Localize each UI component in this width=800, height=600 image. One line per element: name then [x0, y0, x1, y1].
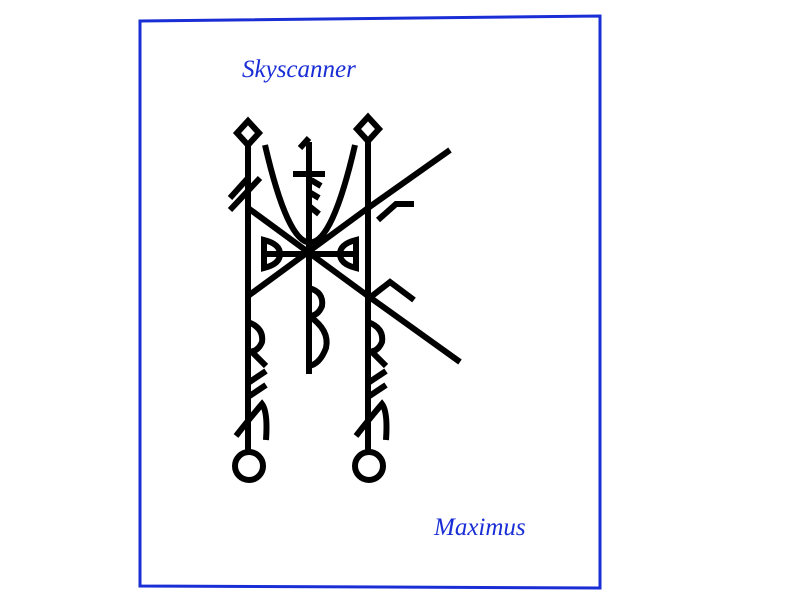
top-label: Skyscanner [242, 56, 356, 83]
frame-border [138, 14, 602, 590]
right-diamond-icon [352, 112, 384, 146]
left-diamond-icon [232, 116, 264, 150]
left-ring-icon [232, 449, 266, 483]
left-staff [227, 116, 270, 483]
bottom-label: Maximus [434, 514, 526, 541]
right-ring-icon [352, 449, 386, 483]
central-stave [293, 135, 330, 374]
